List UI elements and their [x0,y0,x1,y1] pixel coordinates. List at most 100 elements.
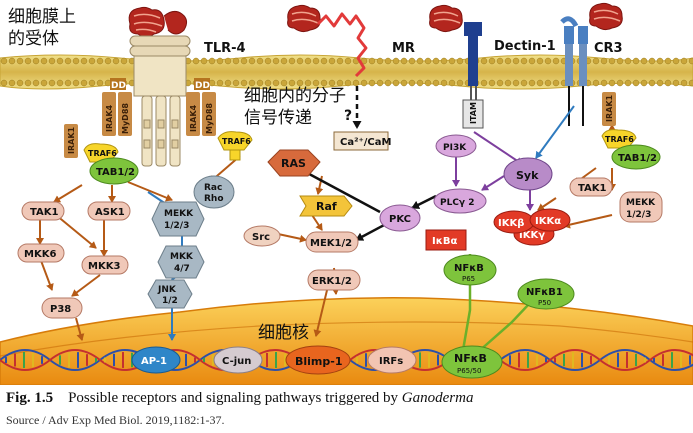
nfkb-p65-node: NFκB P65 [443,254,497,286]
tf-cjun: C-jun [213,346,263,374]
nfkb-nucleus-label: NFκB [454,352,487,365]
mkk47-label: MKK [170,252,194,262]
figure-caption-organism: Ganoderma [401,390,474,406]
mr-receptor: MR ? Ca²⁺/CaM [287,4,415,151]
label-cytoplasm-signaling-line1: 细胞内的分子 [244,86,346,106]
pi3k-label: PI3K [443,143,467,153]
label-cytoplasm-signaling-line2: 信号传递 [244,108,312,128]
ca-cam-node [333,131,389,151]
nfkb-p65-label: NFκB [454,263,484,274]
ask1-node: ASK1 [87,201,131,221]
myd88-right-label: MyD88 [205,103,214,134]
figure-source: Source / Adv Exp Med Biol. 2019,1182:1-3… [6,413,225,427]
tlr4-label: TLR-4 [204,41,246,56]
p38-node: P38 [41,297,83,319]
traf6-right-node: TRAF6 [601,129,637,149]
tlr4-receptor: TLR-4 [128,6,246,167]
ikba-label: IκBα [432,236,457,247]
ask1-label: ASK1 [95,207,125,218]
raf-node: Raf [299,195,353,217]
ganoderma-ligand-icon [429,4,463,33]
cr3-label: CR3 [594,41,623,56]
mr-label: MR [392,41,415,56]
mkk47-sub: 4/7 [174,264,190,274]
irak1-left-label: IRAK1 [67,126,76,154]
mek12-node: MEK1/2 [305,231,359,253]
figure-number: Fig. 1.5 [6,390,54,406]
tab12-right-label: TAB1/2 [618,153,657,164]
dectin1-label: Dectin-1 [494,39,556,54]
tak1-right-label: TAK1 [578,183,607,194]
src-label: Src [252,232,270,243]
jnk12-node: JNK 1/2 [147,279,193,309]
rho-label: Rho [204,194,224,204]
src-node: Src [243,225,281,247]
tab12-right-node: TAB1/2 [611,144,661,170]
dd-right-label: DD [195,81,210,91]
mr-question-mark: ? [344,108,352,124]
label-membrane-receptors-line1: 细胞膜上 [8,7,76,27]
jnk12-sub: 1/2 [162,296,178,306]
traf6-mid-label: TRAF6 [222,137,251,146]
mekk123-right-node: MEKK 1/2/3 [619,191,663,223]
traf6-left-node: TRAF6 [83,143,119,163]
cell-membrane [0,54,693,90]
mkk47-node: MKK 4/7 [157,245,205,279]
plcg2-node: PLCγ 2 [433,188,487,214]
erk12-label: ERK1/2 [312,276,352,287]
signaling-diagram: 细胞膜上 的受体 细胞内的分子 信号传递 TLR-4 DD IRAK4 MyD8… [0,2,693,385]
tf-ap1: AP-1 [131,346,181,374]
ikka-label: IKKα [535,216,561,227]
mekk-left-label: MEKK [164,209,194,219]
tlr4-right-adaptor-complex: DD IRAK4 MyD88 [186,78,216,136]
p38-label: P38 [50,304,71,315]
mkk6-label: MKK6 [24,249,56,260]
ikkg-label: IKKγ [519,230,545,241]
ras-label: RAS [281,157,306,170]
mkk6-node: MKK6 [17,243,65,263]
tak1-right-node: TAK1 [569,177,613,197]
irak1-right-label: IRAK1 [605,94,614,122]
irak4-right-label: IRAK4 [189,104,198,132]
ca-cam-label: Ca²⁺/CaM [340,137,391,148]
traf6-mid-node: TRAF6 [217,131,253,161]
mkk3-node: MKK3 [81,255,129,275]
ap1-label: AP-1 [141,356,167,367]
syk-label: Syk [516,169,539,182]
pkc-node: PKC [379,204,421,232]
itam-node [462,99,484,129]
tf-nfkb: NFκB P65/50 [441,345,503,379]
syk-node: Syk [503,157,553,191]
tf-irfs: IRFs [367,346,417,374]
irfs-label: IRFs [379,356,403,367]
nucleus [0,297,693,385]
jnk12-label: JNK [157,285,177,295]
irak1-right-node: IRAK1 [602,92,616,126]
plcg2-label: PLCγ 2 [440,198,474,208]
itam-label: ITAM [469,102,478,124]
label-nucleus: 细胞核 [258,323,309,343]
rac-label: Rac [204,183,222,193]
p50-label: P50 [538,299,551,307]
mekk123-left-node: MEKK 1/2/3 [151,201,205,237]
figure-caption: Fig. 1.5 Possible receptors and signalin… [6,389,690,429]
tf-blimp1: Blimp-1 [285,345,351,375]
cr3-receptor: CR3 [560,2,623,126]
traf6-left-label: TRAF6 [88,149,117,158]
ganoderma-ligand-icon [589,2,623,31]
cjun-label: C-jun [222,356,251,367]
tab12-left-label: TAB1/2 [96,167,135,178]
blimp1-label: Blimp-1 [295,355,342,368]
mekk-right-sub: 1/2/3 [626,210,651,220]
pi3k-node: PI3K [435,134,477,158]
irak1-left-node: IRAK1 [64,124,78,158]
ikba-node: IκBα [425,229,467,251]
myd88-left-label: MyD88 [121,103,130,134]
tak1-left-label: TAK1 [30,207,59,218]
nfkb1-label: NFκB1 [526,287,563,298]
mekk-left-sub: 1/2/3 [164,221,189,231]
ganoderma-ligand-icon [287,4,321,33]
pkc-label: PKC [389,214,411,225]
nfkb-nucleus-sub: P65/50 [457,367,481,375]
ikk-complex: IKKγ IKKβ IKKα [493,208,571,246]
